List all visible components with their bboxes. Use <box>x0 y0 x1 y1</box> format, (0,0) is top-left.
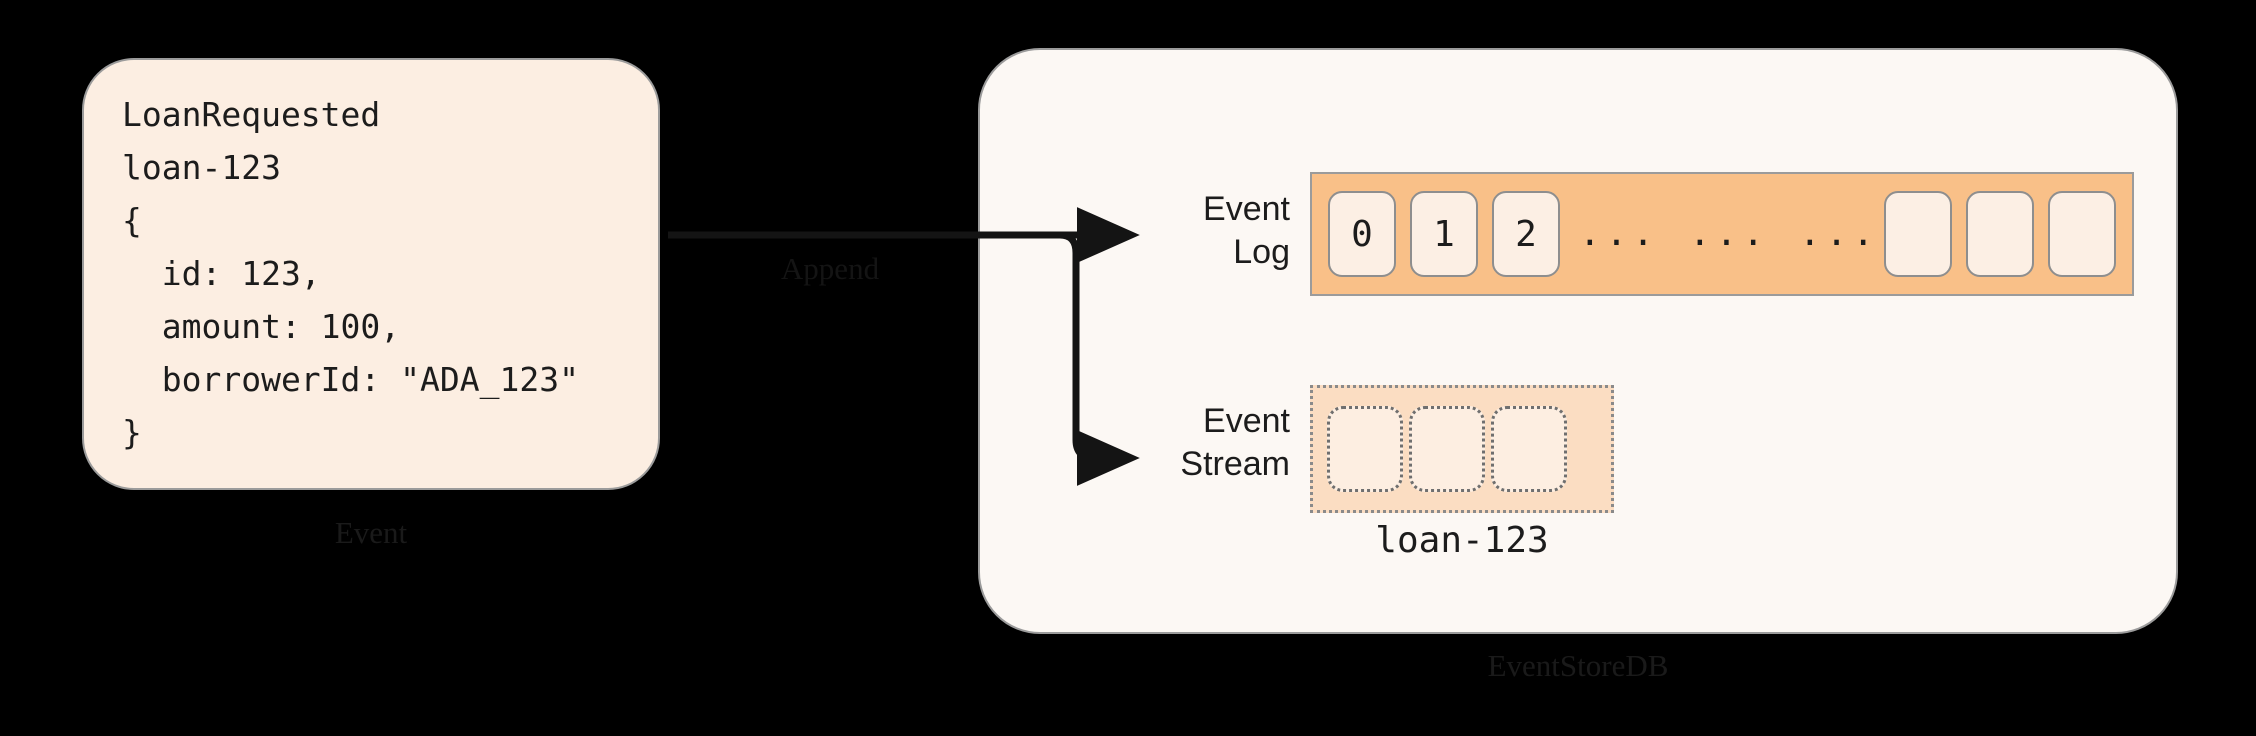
event-log-cell: 2 <box>1492 191 1560 277</box>
ellipsis-group: ... <box>1799 213 1880 254</box>
event-stream-label: Event Stream <box>1180 402 1290 483</box>
event-payload-text: LoanRequested loan-123 { id: 123, amount… <box>122 95 579 452</box>
event-stream-cell <box>1327 406 1403 492</box>
event-stream-cell <box>1409 406 1485 492</box>
event-log-label: Event Log <box>1203 190 1290 271</box>
event-log-empty-cell <box>1966 191 2034 277</box>
event-stream-band <box>1310 385 1614 513</box>
ellipsis-group: ... <box>1688 213 1770 254</box>
event-stream-id: loan-123 <box>1375 520 1549 561</box>
event-log-cell: 1 <box>1410 191 1478 277</box>
event-log-empty-cell <box>2048 191 2116 277</box>
ellipsis-group: ... <box>1578 213 1659 254</box>
event-log-empty-cell <box>1884 191 1952 277</box>
event-log-cell: 0 <box>1328 191 1396 277</box>
event-card: LoanRequested loan-123 { id: 123, amount… <box>82 58 660 490</box>
event-stream-cell <box>1491 406 1567 492</box>
eventstoredb-caption: EventStoreDB <box>1487 648 1669 683</box>
event-card-caption: Event <box>334 515 408 550</box>
append-arrow-label: Append <box>780 251 880 286</box>
event-log-band: 0 1 2 ... ... ... <box>1310 172 2134 296</box>
eventstoredb-container <box>978 48 2178 634</box>
event-log-ellipsis: ... ... ... <box>1574 216 1884 252</box>
